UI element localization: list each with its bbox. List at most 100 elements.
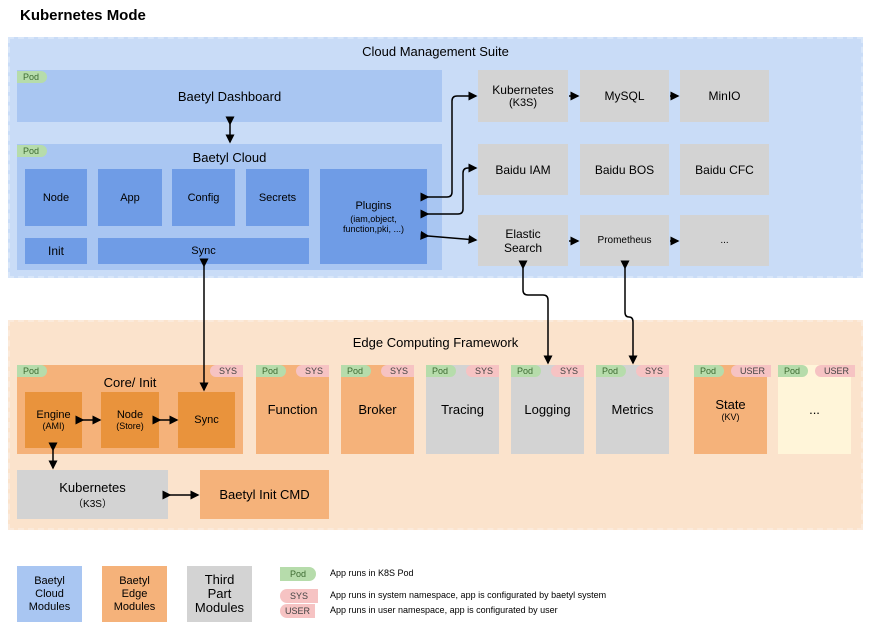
- state-sub: (KV): [721, 412, 740, 422]
- baidu-iam-label: Baidu IAM: [495, 162, 551, 177]
- baetyl-dashboard: Baetyl Dashboard: [17, 70, 442, 122]
- core-init-title: Core/ Init: [103, 375, 157, 390]
- cloud-kubernetes: Kubernetes (K3S): [478, 70, 568, 122]
- sys-tag: SYS: [466, 365, 500, 377]
- legend-user-desc: App runs in user namespace, app is confi…: [330, 605, 558, 615]
- cloud-plugins: Plugins (iam,object, function,pki, ...): [320, 169, 427, 264]
- dashboard-label: Baetyl Dashboard: [177, 88, 282, 104]
- pod-tag: Pod: [426, 365, 457, 377]
- edge-node-label: Node: [116, 409, 144, 421]
- cloud-config: Config: [172, 169, 235, 226]
- baidu-iam: Baidu IAM: [478, 144, 568, 195]
- edge-kubernetes: Kubernetes （K3S）: [17, 470, 168, 519]
- sys-tag: SYS: [296, 365, 330, 377]
- minio: MinIO: [680, 70, 769, 122]
- baidu-cfc: Baidu CFC: [680, 144, 769, 195]
- state-module: State (KV): [694, 365, 767, 454]
- tracing-label: Tracing: [441, 402, 484, 417]
- es-logging-arrow: [518, 260, 553, 365]
- baetyl-cloud-title: Baetyl Cloud: [192, 150, 267, 165]
- cloud-app: App: [98, 169, 162, 226]
- edge-sync: Sync: [178, 392, 235, 448]
- elastic-search: Elastic Search: [478, 215, 568, 266]
- baidu-bos-label: Baidu BOS: [594, 162, 655, 177]
- cloud-secrets-label: Secrets: [258, 191, 297, 204]
- edge-more-module: ...: [778, 365, 851, 454]
- minio-label: MinIO: [708, 89, 741, 103]
- edge-k8s-label: Kubernetes: [59, 479, 126, 495]
- cloud-plugins-label: Plugins: [355, 199, 392, 212]
- cloud-plugins-sub: (iam,object, function,pki, ...): [342, 213, 405, 234]
- cloud-config-label: Config: [187, 191, 220, 204]
- mysql-label: MySQL: [604, 89, 645, 103]
- broker-label: Broker: [358, 402, 397, 417]
- prometheus-label: Prometheus: [597, 235, 652, 246]
- pod-tag: Pod: [341, 365, 372, 377]
- sys-tag: SYS: [551, 365, 585, 377]
- cloud-app-label: App: [120, 191, 140, 204]
- pod-tag: Pod: [256, 365, 287, 377]
- logging-label: Logging: [524, 402, 571, 417]
- init-cmd-label: Baetyl Init CMD: [219, 487, 310, 502]
- pod-tag: Pod: [17, 71, 48, 83]
- legend-edge-modules: Baetyl Edge Modules: [102, 566, 167, 622]
- edge-engine: Engine (AMI): [25, 392, 82, 448]
- legend-edge-label: Baetyl Edge Modules: [113, 574, 156, 613]
- cloud-section-title: Cloud Management Suite: [362, 44, 509, 59]
- es-label-2: Search: [503, 240, 543, 255]
- prom-metrics-arrow: [620, 260, 638, 365]
- legend-third-modules: Third Part Modules: [187, 566, 252, 622]
- sys-tag: SYS: [636, 365, 670, 377]
- es-label-1: Elastic: [505, 226, 541, 241]
- legend-sys-tag: SYS: [280, 589, 319, 603]
- edge-sync-label: Sync: [194, 414, 219, 426]
- cloud-more: ...: [680, 215, 769, 266]
- pod-tag: Pod: [17, 145, 48, 157]
- plugins-k8s-arrow: [420, 91, 478, 202]
- pod-tag: Pod: [511, 365, 542, 377]
- baidu-bos: Baidu BOS: [580, 144, 669, 195]
- cloud-init: Init: [25, 238, 87, 264]
- baidu-cfc-label: Baidu CFC: [695, 162, 754, 177]
- legend-sys-desc: App runs in system namespace, app is con…: [330, 590, 607, 600]
- edge-section-title: Edge Computing Framework: [352, 335, 519, 350]
- user-tag: USER: [815, 365, 856, 377]
- sys-tag: SYS: [210, 365, 244, 377]
- plugins-es-arrow: [420, 230, 478, 244]
- legend-pod-desc: App runs in K8S Pod: [330, 568, 414, 578]
- pod-tag: Pod: [778, 365, 809, 377]
- pod-tag: Pod: [596, 365, 627, 377]
- metrics-label: Metrics: [611, 402, 654, 417]
- cloud-k8s-label: Kubernetes: [492, 83, 554, 97]
- cloud-node-label: Node: [42, 191, 70, 204]
- tracing-module: Tracing: [426, 365, 499, 454]
- plugins-iam-arrow: [420, 163, 478, 219]
- cloud-init-label: Init: [47, 244, 64, 258]
- prometheus: Prometheus: [580, 215, 669, 266]
- cloud-sync-label: Sync: [191, 245, 216, 257]
- edge-more-label: ...: [809, 402, 820, 417]
- pod-tag: Pod: [17, 365, 48, 377]
- pod-tag: Pod: [694, 365, 725, 377]
- cloud-more-label: ...: [720, 235, 729, 246]
- broker-module: Broker: [341, 365, 414, 454]
- mysql: MySQL: [580, 70, 669, 122]
- user-tag: USER: [731, 365, 772, 377]
- cloud-node: Node: [25, 169, 87, 226]
- edge-k8s-sub: （K3S）: [73, 498, 112, 510]
- metrics-module: Metrics: [596, 365, 669, 454]
- legend-user-tag: USER: [280, 604, 316, 618]
- function-label: Function: [267, 402, 318, 417]
- legend-third-label: Third Part Modules: [194, 572, 245, 615]
- cloud-k8s-sub: (K3S): [508, 97, 538, 109]
- function-module: Function: [256, 365, 329, 454]
- cloud-secrets: Secrets: [246, 169, 309, 226]
- sys-tag: SYS: [381, 365, 415, 377]
- engine-label: Engine: [36, 409, 71, 421]
- state-label: State: [715, 397, 746, 412]
- baetyl-init-cmd: Baetyl Init CMD: [200, 470, 329, 519]
- logging-module: Logging: [511, 365, 584, 454]
- legend-cloud-modules: Baetyl Cloud Modules: [17, 566, 82, 622]
- engine-sub: (AMI): [42, 421, 65, 431]
